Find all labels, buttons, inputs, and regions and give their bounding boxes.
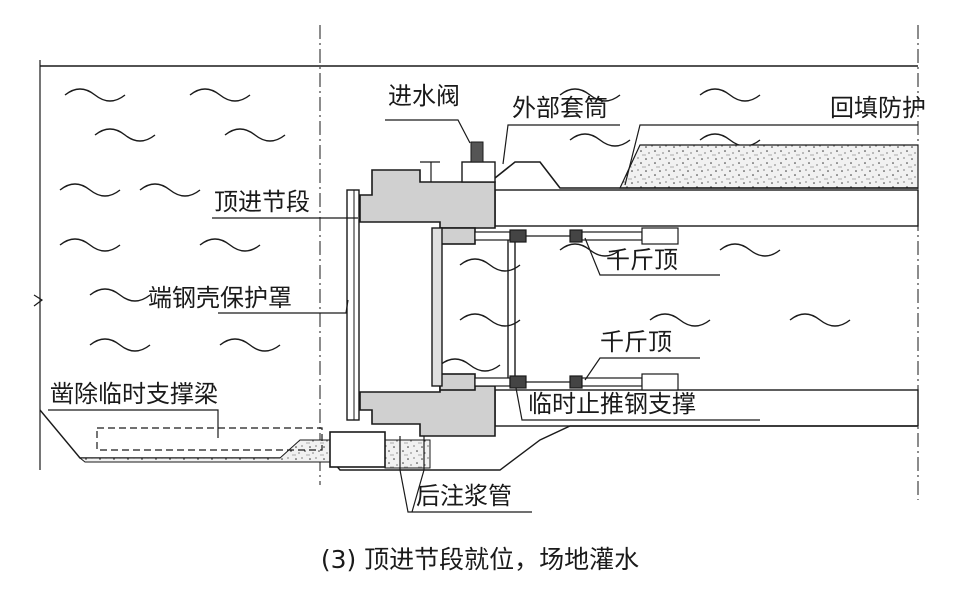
temp-beam-dashed (96, 427, 323, 451)
break-mark (33, 294, 44, 307)
water-waves (59, 88, 851, 372)
label-inlet-valve: 进水阀 (388, 82, 460, 110)
foundation-gravel-left (78, 439, 331, 463)
support-block (329, 431, 386, 468)
backfill-gravel (619, 144, 919, 189)
label-temp-thrust-steel-support: 临时止推钢支撑 (528, 390, 696, 418)
label-outer-sleeve: 外部套筒 (512, 94, 608, 122)
grouting-pipes (399, 436, 425, 470)
upper-jack-assembly (474, 227, 679, 245)
label-backfill-protection: 回填防护 (830, 94, 926, 122)
label-jack-upper: 千斤顶 (606, 246, 678, 274)
jacking-segment (359, 169, 496, 437)
thrust-support-frame (507, 236, 516, 384)
end-shell-cover (346, 189, 360, 421)
label-jack-lower: 千斤顶 (600, 328, 672, 356)
outer-sleeve-top (494, 161, 918, 189)
existing-tube-top (494, 189, 919, 227)
lower-jack-assembly (474, 373, 679, 391)
label-post-grouting-pipe: 后注浆管 (416, 482, 512, 510)
segment-bulkhead (431, 227, 443, 387)
leader-lines (48, 119, 918, 513)
label-remove-temp-beam: 凿除临时支撑梁 (50, 380, 218, 408)
inlet-valve (470, 141, 484, 163)
figure-caption: (3) 顶进节段就位，场地灌水 (320, 545, 640, 574)
label-end-steel-shell-cover: 端钢壳保护罩 (148, 284, 292, 312)
foundation-gravel-right (384, 439, 431, 469)
label-jacking-segment: 顶进节段 (214, 188, 310, 216)
valve-housing (461, 161, 496, 183)
